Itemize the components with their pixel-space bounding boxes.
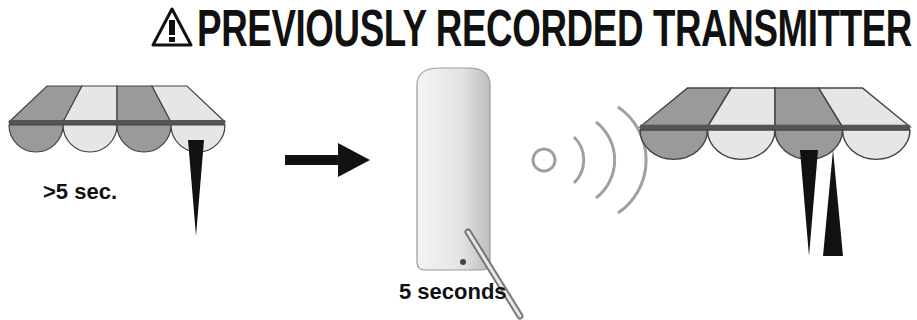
down-arrow (800, 150, 818, 256)
up-arrow (823, 150, 843, 256)
diagram-title: PREVIOUSLY RECORDED TRANSMITTER (197, 2, 912, 54)
warning-icon (153, 9, 191, 45)
duration-label: 5 seconds (399, 280, 507, 304)
step-arrow (285, 143, 370, 177)
awning-right (640, 88, 910, 159)
radio-waves (533, 107, 646, 213)
transmitter (417, 68, 520, 316)
time-label: >5 sec. (43, 180, 117, 204)
down-arrow (188, 140, 204, 236)
